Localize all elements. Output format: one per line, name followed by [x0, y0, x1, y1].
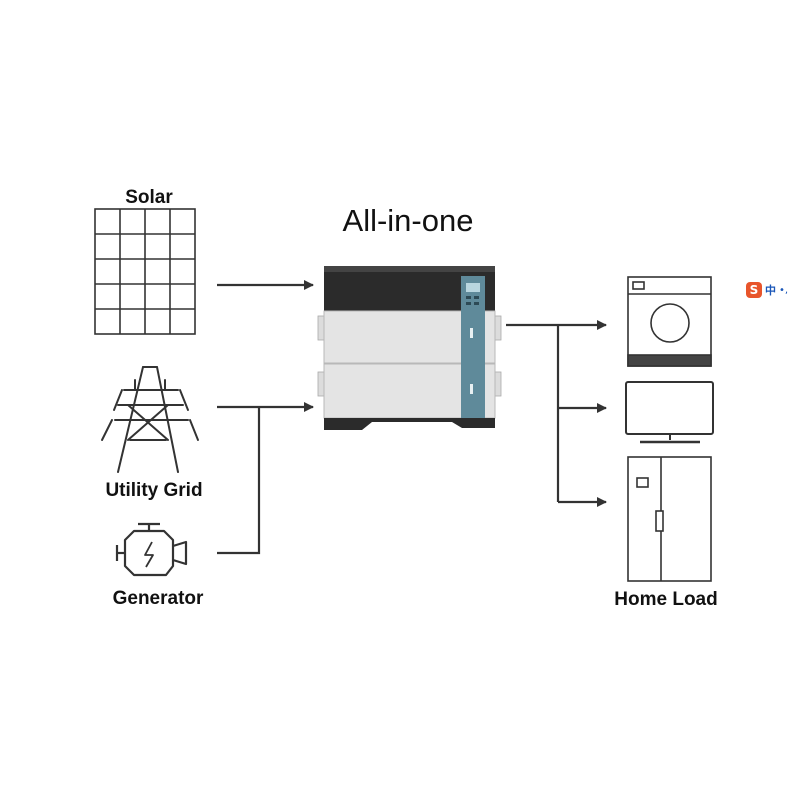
- output-connectors: [506, 320, 607, 507]
- washing-machine-icon: [627, 276, 712, 367]
- ime-language: 中: [765, 284, 776, 297]
- solar-label: Solar: [125, 187, 173, 208]
- unit-title: All-in-one: [342, 203, 474, 238]
- generator-label: Generator: [112, 588, 204, 609]
- home-load-label: Home Load: [614, 589, 718, 610]
- ime-logo-icon: S: [746, 282, 762, 298]
- utility-tower-icon: [101, 366, 199, 473]
- utility-grid-label: Utility Grid: [105, 480, 203, 501]
- all-in-one-unit: [317, 266, 502, 430]
- ime-punctuation: •,: [779, 284, 789, 296]
- monitor-icon: [625, 381, 714, 444]
- status-panel: [461, 276, 485, 418]
- solar-panel-icon: [94, 208, 196, 335]
- ime-indicator[interactable]: S 中 •,: [746, 281, 800, 299]
- refrigerator-icon: [627, 456, 712, 582]
- generator-icon: [115, 522, 188, 577]
- input-connectors: [217, 280, 314, 555]
